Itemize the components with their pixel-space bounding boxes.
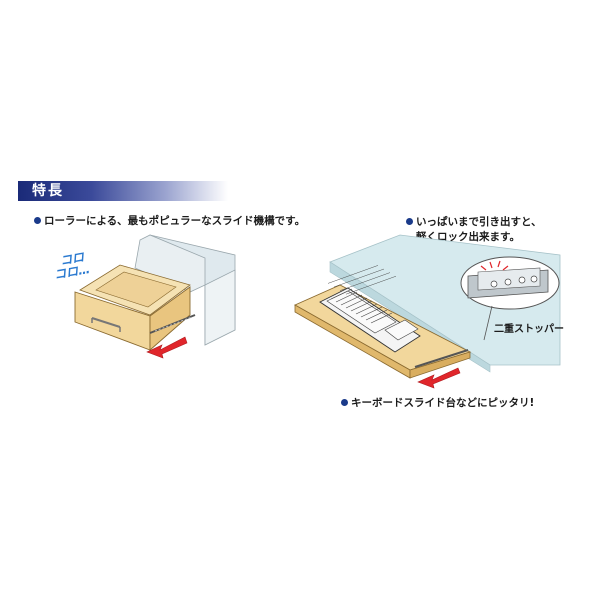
bullet-icon [34, 217, 41, 224]
section-title: 特長 [32, 183, 64, 199]
pull-arrow-icon [146, 336, 188, 359]
feature-lock: いっぱいまで引き出すと、 [406, 215, 542, 229]
bullet-icon [341, 399, 348, 406]
feature-keyboard-text: キーボードスライド台などにピッタリ! [351, 397, 535, 409]
section-header-band [18, 181, 228, 201]
stopper-detail [460, 256, 560, 341]
bullet-icon [406, 218, 413, 225]
feature-lock-line1: いっぱいまで引き出すと、 [416, 216, 542, 228]
drawer-illustration [74, 234, 236, 359]
feature-roller: ローラーによる、最もポピュラーなスライド機構です。 [34, 214, 305, 228]
pull-arrow-icon [417, 367, 461, 389]
stopper-label: 二重ストッパー [494, 324, 564, 335]
click-spark-icon [480, 260, 509, 271]
feature-roller-text: ローラーによる、最もポピュラーなスライド機構です。 [44, 215, 306, 227]
feature-keyboard: キーボードスライド台などにピッタリ! [341, 396, 534, 410]
